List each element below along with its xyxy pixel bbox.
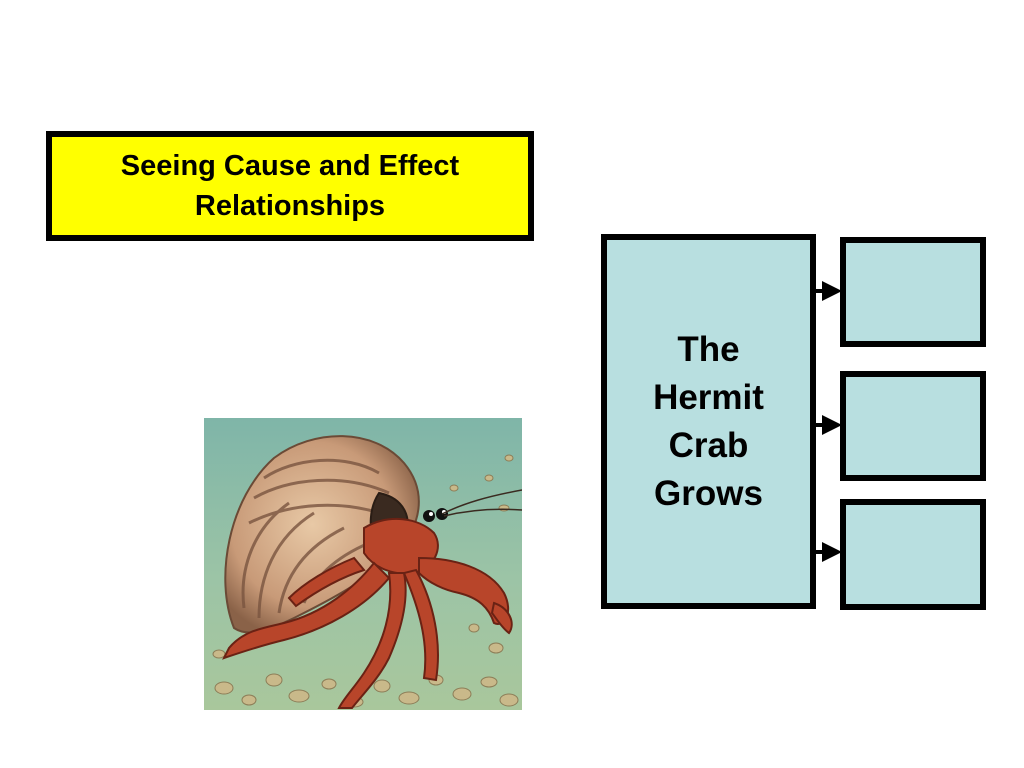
arrow-to-effect-3 — [816, 542, 842, 562]
effect-box-1 — [840, 237, 986, 347]
arrow-to-effect-1 — [816, 281, 842, 301]
cause-box: The Hermit Crab Grows — [601, 234, 816, 609]
title-text: Seeing Cause and Effect Relationships — [120, 150, 460, 222]
title-box: Seeing Cause and Effect Relationships — [46, 131, 534, 241]
crab-body — [222, 517, 513, 709]
effect-box-2 — [840, 371, 986, 481]
arrow-to-effect-2 — [816, 415, 842, 435]
hermit-crab-image — [204, 418, 522, 710]
cause-text: The Hermit Crab Grows — [653, 329, 764, 513]
effect-box-3 — [840, 499, 986, 610]
